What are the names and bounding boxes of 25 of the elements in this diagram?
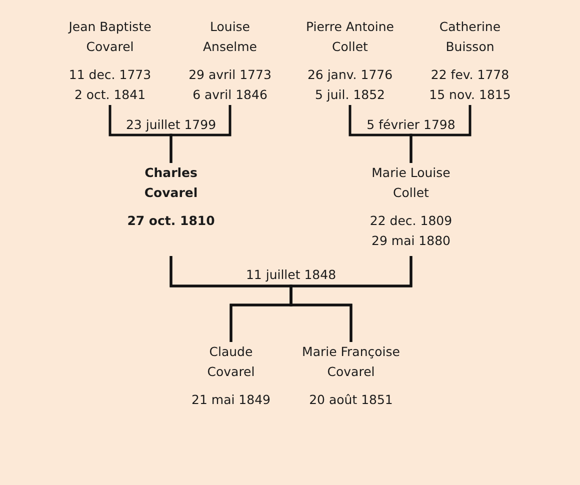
birth-date: 20 août 1851: [309, 391, 393, 409]
birth-date: 11 dec. 1773: [68, 66, 152, 84]
birth-date: 27 oct. 1810: [127, 212, 215, 230]
birth-date: 29 avril 1773: [188, 66, 272, 84]
person-name: Charles Covarel: [144, 164, 198, 202]
person-name: Marie Françoise Covarel: [302, 343, 400, 381]
marriage-date: 23 juillet 1799: [124, 117, 218, 133]
lineage-line: [290, 256, 412, 342]
person-name: Jean Baptiste Covarel: [68, 18, 152, 56]
person-name: Catherine Buisson: [438, 18, 502, 56]
death-date: 29 mai 1880: [372, 232, 450, 250]
person-name: Pierre Antoine Collet: [306, 18, 394, 56]
death-date: 5 juil. 1852: [314, 86, 386, 104]
death-date: 15 nov. 1815: [429, 86, 511, 104]
birth-date: 22 dec. 1809: [370, 212, 452, 230]
person-name: Claude Covarel: [206, 343, 256, 381]
birth-date: 21 mai 1849: [192, 391, 270, 409]
death-date: 6 avril 1846: [192, 86, 268, 104]
person-name: Marie Louise Collet: [371, 164, 451, 202]
lineage-line: [170, 105, 232, 163]
birth-date: 22 fev. 1778: [430, 66, 510, 84]
death-date: 2 oct. 1841: [74, 86, 146, 104]
lineage-line: [410, 105, 472, 163]
person-name: Louise Anselme: [202, 18, 258, 56]
birth-date: 26 janv. 1776: [307, 66, 393, 84]
